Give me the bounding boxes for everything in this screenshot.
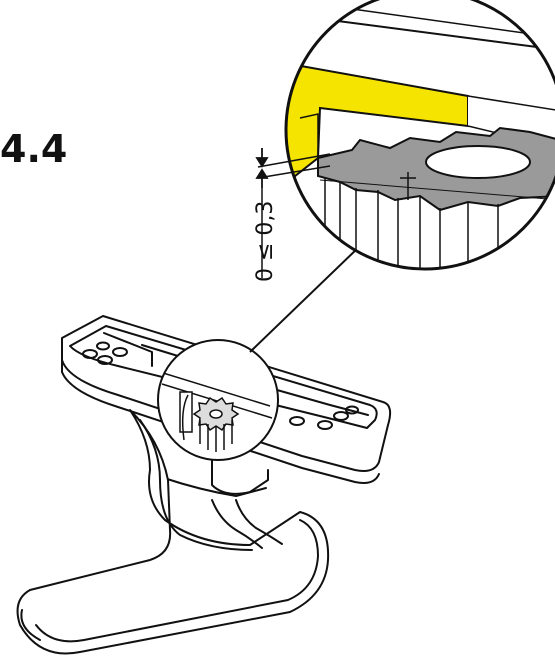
lever-handle: [16, 409, 330, 655]
detail-leader-line: [249, 245, 361, 353]
washer-center-hole: [425, 145, 531, 179]
detail-magnifier-circle: [284, 0, 555, 271]
rosette-edge: [61, 359, 380, 484]
rosette-rail-3: [269, 387, 369, 416]
dimension-arrows: [255, 148, 331, 278]
small-detail-view: [157, 339, 279, 461]
step-label: 4.4: [0, 127, 68, 171]
rosette-rail: [103, 332, 153, 367]
dimension-label: 0 ≤ 0,3: [253, 201, 278, 282]
